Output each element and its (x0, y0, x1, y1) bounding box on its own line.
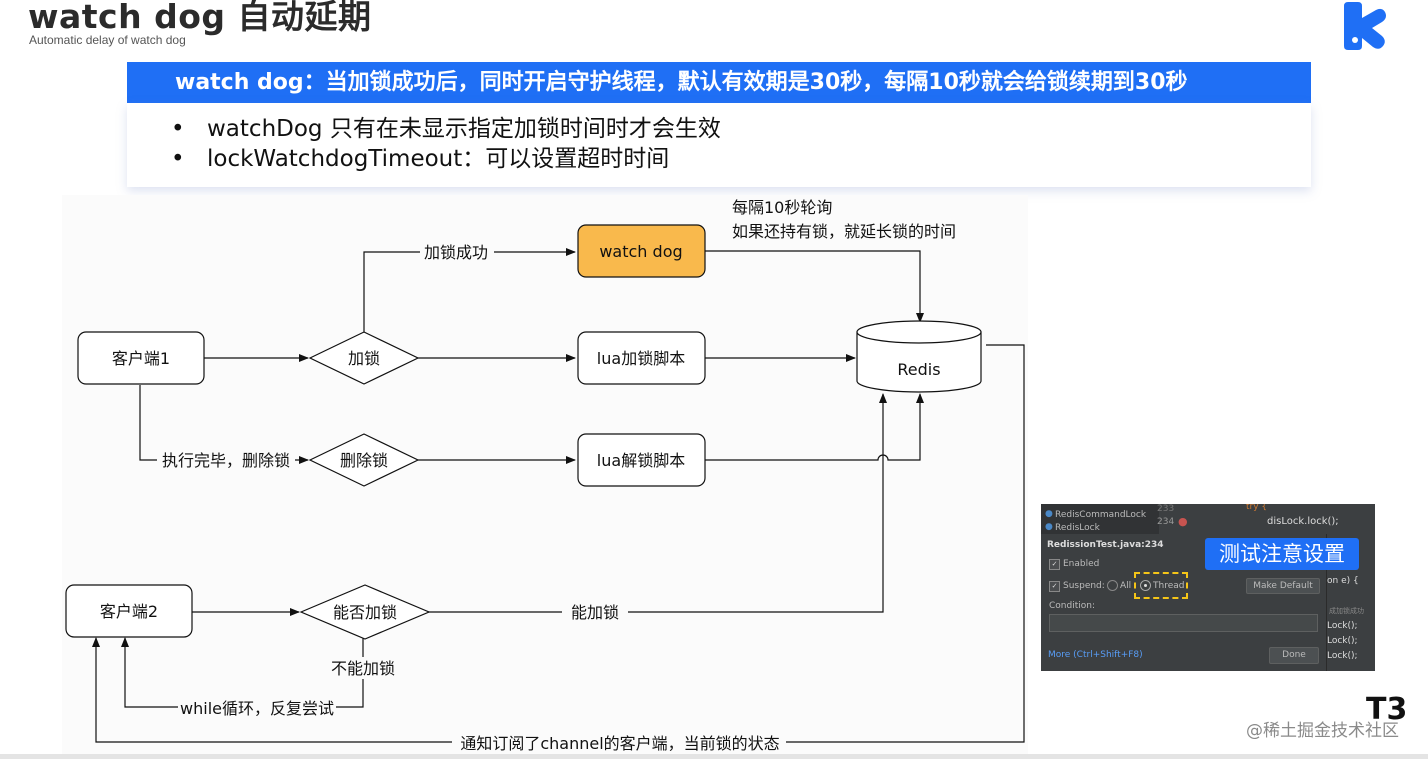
ide-code-line: disLock.lock(); (1267, 516, 1339, 527)
svg-text:删除锁: 删除锁 (340, 451, 388, 470)
label-notify: 通知订阅了channel的客户端，当前锁的状态 (460, 734, 779, 753)
ide-list-item: RedisCommandLock (1055, 510, 1146, 520)
watermark: @稀土掘金技术社区 (1246, 716, 1399, 741)
ide-line-number: 233 (1157, 504, 1174, 514)
svg-text:客户端2: 客户端2 (100, 602, 158, 621)
ide-code-line: try { (1246, 504, 1267, 512)
callout-label: 测试注意设置 (1205, 538, 1359, 570)
flow-diagram: 客户端1 加锁 watch dog lua加锁脚本 Redis 删除锁 lua解… (62, 195, 1028, 759)
all-radio[interactable] (1107, 580, 1118, 591)
suspend-checkbox[interactable]: ✓ (1049, 581, 1060, 592)
make-default-button[interactable]: Make Default (1246, 578, 1320, 594)
enabled-checkbox[interactable]: ✓ (1049, 559, 1060, 570)
edge-lock-to-watchdog (364, 252, 575, 332)
suspend-label: Suspend: (1063, 581, 1105, 591)
page-subtitle: Automatic delay of watch dog (29, 33, 186, 47)
bottom-bar (0, 754, 1428, 759)
label-poll-2: 如果还持有锁，就延长锁的时间 (732, 222, 956, 241)
ide-breakpoint-screenshot: ● RedisCommandLock ● RedisLock 233 234 ●… (1041, 504, 1375, 671)
condition-label: Condition: (1049, 601, 1095, 611)
note-text: lockWatchdogTimeout：可以设置超时时间 (207, 146, 669, 172)
node-client1: 客户端1 (78, 332, 204, 384)
label-done-delete: 执行完毕，删除锁 (162, 451, 290, 470)
svg-text:watch dog: watch dog (599, 242, 682, 261)
label-lock-success: 加锁成功 (424, 243, 488, 262)
label-can-lock: 能加锁 (571, 603, 619, 622)
enabled-label: Enabled (1063, 559, 1099, 569)
node-lua-unlock: lua解锁脚本 (578, 434, 705, 486)
node-redis: Redis (857, 321, 981, 392)
edge-lua-unlock-to-redis (705, 394, 920, 460)
edge-watchdog-to-redis (705, 251, 920, 322)
thread-radio-dot (1144, 584, 1147, 587)
all-label: All (1120, 581, 1131, 591)
thread-label: Thread (1153, 581, 1184, 591)
edge-client1-to-delete (140, 385, 308, 460)
label-while-loop: while循环，反复尝试 (180, 699, 334, 718)
ide-line-number: 234 (1157, 517, 1174, 527)
svg-text:能否加锁: 能否加锁 (333, 603, 397, 622)
svg-text:lua加锁脚本: lua加锁脚本 (597, 349, 685, 368)
dialog-title: RedissionTest.java:234 (1047, 540, 1164, 550)
node-delete-diamond: 删除锁 (310, 434, 418, 486)
done-button[interactable]: Done (1269, 647, 1319, 664)
ide-code-line: 成加锁成功 (1329, 606, 1364, 616)
node-lua-lock: lua加锁脚本 (578, 332, 705, 384)
summary-banner: watch dog：当加锁成功后，同时开启守护线程，默认有效期是30秒，每隔10… (127, 62, 1311, 103)
node-lock-diamond: 加锁 (310, 332, 418, 384)
note-item: •watchDog 只有在未显示指定加锁时间时才会生效 (171, 109, 721, 143)
ide-code-line: Lock(); (1327, 621, 1358, 631)
note-item: •lockWatchdogTimeout：可以设置超时时间 (171, 139, 669, 173)
notes-panel: •watchDog 只有在未显示指定加锁时间时才会生效 •lockWatchdo… (127, 103, 1311, 187)
svg-text:客户端1: 客户端1 (112, 349, 170, 368)
label-cannot-lock: 不能加锁 (331, 659, 395, 678)
edge-canlock-to-redis (428, 394, 883, 612)
condition-input[interactable] (1049, 614, 1318, 632)
node-canlock-diamond: 能否加锁 (301, 585, 429, 639)
more-link[interactable]: More (Ctrl+Shift+F8) (1048, 650, 1143, 660)
node-client2: 客户端2 (66, 585, 192, 637)
node-watchdog: watch dog (578, 225, 705, 277)
ide-list-item: RedisLock (1055, 523, 1100, 533)
label-poll-1: 每隔10秒轮询 (732, 198, 832, 217)
ide-code-line: Lock(); (1327, 651, 1358, 661)
brand-logo-icon (1342, 0, 1388, 52)
edge-notify (96, 345, 1024, 742)
ide-code-line: Lock(); (1327, 636, 1358, 646)
svg-text:lua解锁脚本: lua解锁脚本 (597, 451, 685, 470)
svg-text:Redis: Redis (897, 360, 940, 379)
svg-text:加锁: 加锁 (348, 349, 380, 368)
